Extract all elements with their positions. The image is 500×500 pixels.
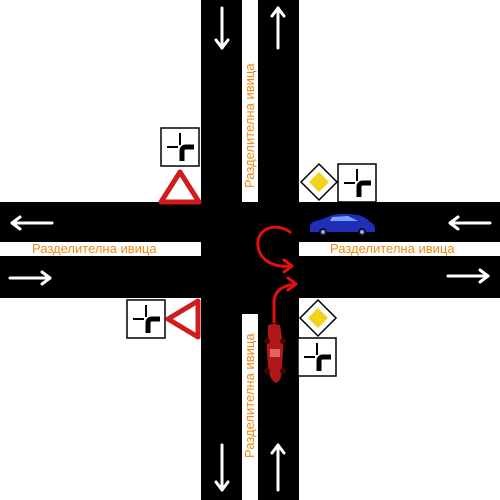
maneuver-arrow-icon: [256, 225, 298, 324]
divider-bottom: [242, 314, 258, 500]
arrow-down-top-icon: [214, 6, 230, 50]
arrow-right-right-icon: [446, 268, 490, 284]
priority-sign-bottom-icon: [298, 298, 338, 338]
divider-label-left: Разделителна ивица: [32, 241, 157, 256]
divider-right: [299, 242, 500, 256]
divider-label-right: Разделителна ивица: [330, 241, 455, 256]
junction-sign-right-top-icon: [337, 163, 377, 203]
arrow-down-bottom-icon: [214, 443, 230, 492]
yield-sign-top-left-icon: [158, 169, 202, 205]
junction-sign-bottom-left-icon: [126, 299, 166, 339]
priority-sign-top-icon: [299, 162, 339, 202]
divider-left: [0, 242, 201, 256]
arrow-up-bottom-icon: [270, 443, 286, 492]
blue-car-icon: [310, 213, 375, 236]
junction-sign-bottom-right-icon: [297, 337, 337, 377]
lane-arrows: [8, 6, 492, 492]
arrow-up-top-icon: [270, 6, 286, 50]
red-car-icon: [264, 324, 286, 383]
arrow-left-left-icon: [10, 215, 54, 231]
divider-top: [242, 0, 258, 202]
divider-label-bottom: Разделителна ивица: [242, 333, 257, 458]
yield-sign-bottom-left-icon: [165, 298, 201, 340]
arrow-left-right-icon: [448, 215, 492, 231]
arrow-right-left-icon: [8, 270, 52, 286]
divider-label-top: Разделителна ивица: [242, 63, 257, 188]
junction-sign-top-left-icon: [160, 127, 200, 167]
